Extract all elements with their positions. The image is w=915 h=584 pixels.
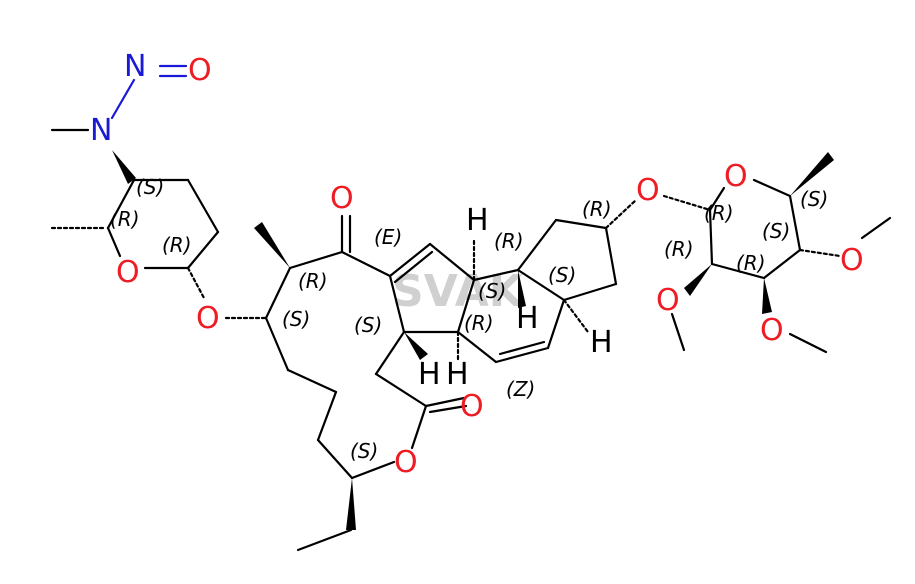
atom-glycoside-o-right: O [636,173,660,208]
stereo-label: (S) [800,187,828,211]
stereo-labels: (S) (R) (R) (R) (S) (E) (S) (R) (S) (R) … [110,175,828,463]
atom-h-1: H [466,203,489,238]
atom-h-5: H [446,357,469,392]
stereo-label: (R) [704,201,734,225]
atom-h-4: H [418,357,441,392]
atom-amine-n: N [90,113,112,148]
stereo-label: (S) [350,439,378,463]
stereo-label: (S) [282,307,310,331]
stereo-label: (R) [162,233,192,257]
atom-lactone-ring-o: O [394,445,418,480]
atom-ring-o-right: O [724,159,748,194]
atom-methoxy-o-c: O [656,283,680,318]
atom-glycoside-o-left: O [196,301,220,336]
atom-labels: N O N O O O O O O O O O O H H H H H [90,49,864,480]
atom-h-2: H [516,301,539,336]
atom-nitroso-o: O [188,53,212,88]
atom-methoxy-o-a: O [840,243,864,278]
stereo-label: (R) [464,311,494,335]
stereo-label: (R) [582,197,612,221]
atom-nitroso-n: N [124,49,146,84]
stereo-label: (S) [548,263,576,287]
atom-ring-o-left: O [116,255,140,290]
stereo-label: (R) [736,251,766,275]
nitrosamine-sugar-ring [50,64,220,300]
stereo-label: (S) [762,219,790,243]
atom-ketone-o: O [330,181,354,216]
stereo-label: (S) [354,313,382,337]
atom-methoxy-o-b: O [760,313,784,348]
stereo-label: (S) [478,279,506,303]
stereo-label: (Z) [506,377,535,401]
atom-h-3: H [590,325,613,360]
stereo-label: (R) [664,237,694,261]
atom-lactone-carbonyl-o: O [460,389,484,424]
stereo-label: (S) [136,175,164,199]
stereo-label: (R) [494,229,524,253]
macrolide-ring [224,198,638,552]
stereo-label: (E) [374,225,402,249]
stereo-label: (R) [110,207,140,231]
methoxy-sugar-ring [662,152,892,354]
stereo-label: (R) [298,269,328,293]
